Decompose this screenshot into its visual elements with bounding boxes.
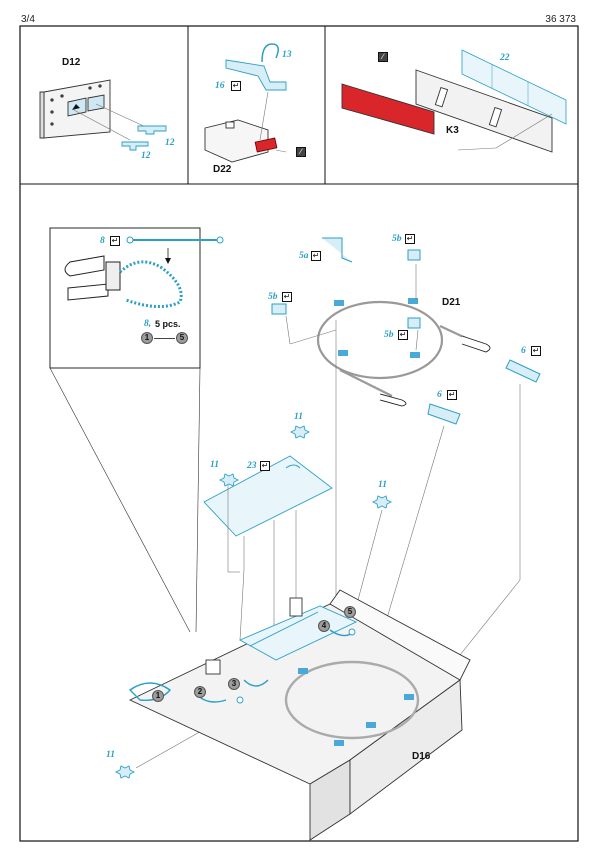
step-marker-5: 5 [344, 606, 356, 618]
step-marker-3: 3 [228, 678, 240, 690]
rosette-parts [114, 425, 393, 779]
part-label-6: 6 [521, 346, 526, 356]
inset-caption-qty: 5 pcs. [155, 319, 181, 329]
part-label-23: 23 [247, 461, 257, 471]
part-label-5b-3: 5b [384, 330, 394, 340]
page-indicator: 3/4 [21, 14, 35, 25]
part-label-22: 22 [500, 53, 510, 63]
d21-code: D21 [442, 297, 461, 308]
step-marker-4: 4 [318, 620, 330, 632]
k3-code: K3 [446, 125, 459, 136]
part-label-11c: 11 [378, 480, 387, 490]
d21-cable-assembly [271, 237, 541, 737]
range-dash [154, 338, 175, 339]
part-label-8: 8 [100, 236, 105, 246]
part-label-5b-2: 5b [268, 292, 278, 302]
d22-code: D22 [213, 164, 232, 175]
fold-icon: ↵ [447, 390, 457, 400]
fold-icon: ↵ [311, 251, 321, 261]
d16-hull [128, 589, 471, 841]
inset-caption-part: 8, [144, 319, 152, 329]
part-label-13: 13 [282, 50, 292, 60]
k3-detail [341, 49, 567, 153]
d16-code: D16 [412, 751, 431, 762]
step-marker-2: 2 [194, 686, 206, 698]
step-marker-1: 1 [152, 690, 164, 702]
part-label-12b: 12 [141, 151, 151, 161]
outer-frame [19, 25, 579, 842]
part-label-5a: 5a [299, 251, 309, 261]
fold-icon: ↵ [405, 234, 415, 244]
fold-icon: ↵ [260, 461, 270, 471]
paint-icon: ∕ [296, 147, 306, 157]
part-label-11: 11 [294, 412, 303, 422]
part-label-5b: 5b [392, 234, 402, 244]
inset-box [49, 227, 224, 633]
part-label-11b: 11 [210, 460, 219, 470]
part-label-16: 16 [215, 81, 225, 91]
fold-icon: ↵ [110, 236, 120, 246]
fold-icon: ↵ [531, 346, 541, 356]
paint-icon: ∕ [378, 52, 388, 62]
d12-code: D12 [62, 57, 81, 68]
part-label-12: 12 [165, 138, 175, 148]
fold-icon: ↵ [282, 292, 292, 302]
range-start-marker: 1 [141, 332, 153, 344]
d22-hatch-detail [204, 43, 287, 163]
part-label-6b: 6 [437, 390, 442, 400]
d12-hull-detail [39, 79, 167, 151]
fold-icon: ↵ [231, 81, 241, 91]
part-label-11d: 11 [106, 750, 115, 760]
instruction-number: 36 373 [545, 14, 576, 25]
fold-icon: ↵ [398, 330, 408, 340]
range-end-marker: 5 [176, 332, 188, 344]
